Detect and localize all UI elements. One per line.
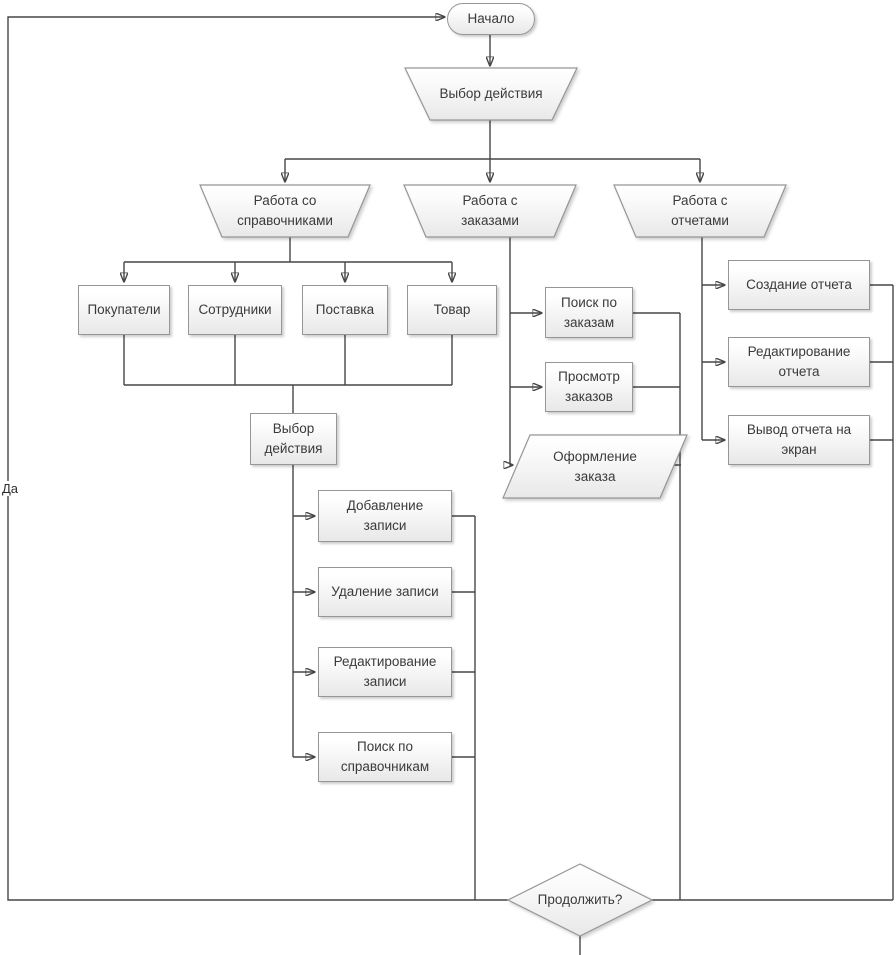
node-buyers-label: Покупатели: [87, 302, 161, 318]
node-display-report-label: Вывод отчета на экран: [746, 422, 852, 457]
connector: [123, 335, 453, 413]
node-search-directories-label: Поиск по справочникам: [340, 739, 430, 774]
node-edit-record-label: Редактирование записи: [333, 654, 437, 689]
node-work-directories: Работа со справочниками: [199, 184, 371, 238]
node-search-orders: Поиск по заказам: [545, 287, 633, 338]
connector: [452, 515, 476, 900]
connector: [510, 237, 513, 465]
node-start-label: Начало: [467, 11, 515, 27]
node-continue-decision: Продолжить?: [506, 863, 654, 937]
node-add-record: Добавление записи: [318, 490, 452, 542]
trapezoid-shape: [404, 67, 578, 121]
node-choose-action: Выбор действия: [404, 67, 578, 121]
node-delete-record: Удаление записи: [318, 567, 452, 617]
node-continue-decision-label: Продолжить?: [537, 892, 623, 908]
node-supply-label: Поставка: [315, 302, 375, 318]
node-display-report: Вывод отчета на экран: [728, 415, 870, 465]
node-edit-report-label: Редактирование отчета: [747, 344, 851, 379]
node-supply: Поставка: [302, 285, 388, 335]
node-employees-label: Сотрудники: [198, 302, 272, 318]
node-edit-report: Редактирование отчета: [728, 337, 870, 387]
node-create-report-label: Создание отчета: [746, 277, 852, 293]
node-search-directories: Поиск по справочникам: [318, 732, 452, 782]
parallelogram-shape: [502, 434, 688, 499]
node-choose-action-2-label: Выбор действия: [264, 421, 323, 456]
node-add-record-label: Добавление записи: [346, 498, 424, 533]
node-search-orders-label: Поиск по заказам: [561, 294, 617, 330]
node-choose-action-label: Выбор действия: [439, 86, 543, 102]
node-employees: Сотрудники: [188, 285, 282, 335]
trapezoid-shape: [613, 184, 787, 238]
connector-yes-return: [7, 17, 508, 901]
node-view-orders: Просмотр заказов: [545, 362, 633, 412]
node-work-reports: Работа с отчетами: [613, 184, 787, 238]
node-delete-record-label: Удаление записи: [331, 584, 439, 600]
node-place-order: Оформление заказа: [502, 434, 688, 499]
node-buyers: Покупатели: [78, 285, 170, 335]
diamond-shape: [506, 863, 654, 937]
node-work-orders-label: Работа с заказами: [461, 193, 519, 228]
node-work-reports-label: Работа с отчетами: [671, 193, 729, 228]
node-view-orders-label: Просмотр заказов: [558, 369, 620, 404]
node-work-orders: Работа с заказами: [403, 184, 577, 238]
trapezoid-shape: [199, 184, 371, 238]
trapezoid-shape: [403, 184, 577, 238]
node-goods: Товар: [407, 285, 497, 335]
node-create-report: Создание отчета: [728, 260, 870, 310]
node-goods-label: Товар: [433, 302, 471, 318]
connector: [870, 284, 894, 900]
node-place-order-label: Оформление заказа: [553, 448, 637, 484]
edge-label-yes: Да: [1, 481, 20, 496]
node-start: Начало: [447, 3, 535, 35]
node-work-directories-label: Работа со справочниками: [237, 193, 333, 228]
node-choose-action-2: Выбор действия: [250, 413, 337, 465]
connector: [633, 312, 681, 900]
node-edit-record: Редактирование записи: [318, 647, 452, 697]
